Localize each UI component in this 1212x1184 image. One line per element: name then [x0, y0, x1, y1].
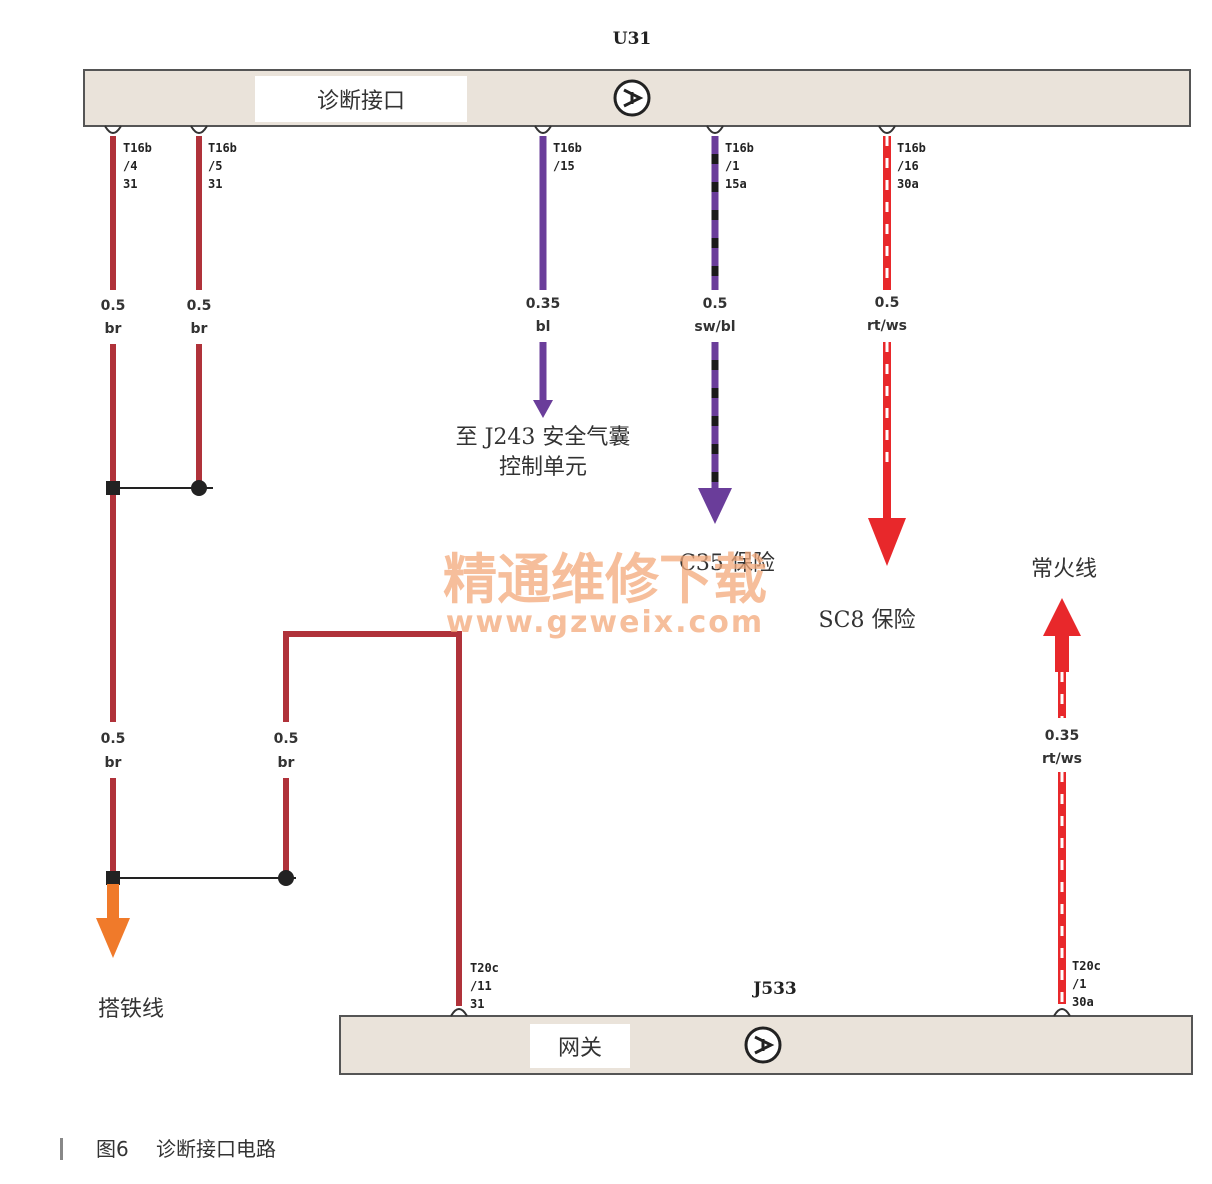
- wire-color-label: bl: [536, 319, 551, 335]
- splice-square: [106, 481, 120, 495]
- dest-j243-line1: 至 J243 安全气囊: [456, 425, 631, 450]
- wire-color-label: br: [278, 755, 295, 771]
- u31-label: 诊断接口: [317, 89, 405, 114]
- wire-color-label: rt/ws: [1042, 751, 1082, 767]
- caption-marker: [60, 1138, 63, 1160]
- wire-size-label: 0.5: [187, 298, 212, 314]
- wire-color-label: br: [105, 755, 122, 771]
- wire-size-label: 0.35: [526, 296, 561, 312]
- j533-id: J533: [751, 979, 797, 999]
- splice-dot: [278, 870, 294, 886]
- component-j533: 网关 J533: [339, 979, 1193, 1075]
- wire-color-label: sw/bl: [694, 319, 735, 335]
- arrow-icon: [1043, 598, 1081, 636]
- wire-size-label: 0.5: [274, 731, 299, 747]
- arrow-icon: [533, 400, 553, 418]
- j533-label: 网关: [558, 1036, 602, 1061]
- wire-7-red-white: [1043, 598, 1081, 1004]
- splice-dot: [191, 480, 207, 496]
- component-u31: 诊断接口 U31: [83, 29, 1191, 127]
- arrow-icon: [868, 518, 906, 566]
- dest-ground: 搭铁线: [98, 997, 164, 1022]
- wire-color-label: br: [105, 321, 122, 337]
- wire-labels: 0.5 br 0.5 br 0.35 bl 0.5 sw/bl 0.5 rt/w…: [101, 295, 1082, 771]
- splice-square: [106, 871, 120, 885]
- wire-5-red-white: [868, 136, 906, 566]
- watermark-title: 精通维修下载: [443, 548, 767, 611]
- wire-size-label: 0.5: [101, 731, 126, 747]
- wire-size-label: 0.5: [875, 295, 900, 311]
- wire-4-black-blue: [698, 136, 732, 524]
- wire-size-label: 0.5: [703, 296, 728, 312]
- dest-sc8: SC8 保险: [819, 608, 916, 633]
- wire-color-label: rt/ws: [867, 318, 907, 334]
- wire-size-label: 0.5: [101, 298, 126, 314]
- wire-3-blue: [533, 136, 553, 418]
- dest-battery: 常火线: [1031, 557, 1097, 582]
- caption-title: 诊断接口电路: [156, 1137, 276, 1161]
- arrow-icon: [698, 488, 732, 524]
- wire-color-label: br: [191, 321, 208, 337]
- pin-terminals: [104, 125, 1071, 1017]
- pin-label-u31-15: T16b/15: [553, 141, 582, 173]
- arrow-icon: [96, 918, 130, 958]
- wire-6-brown: [283, 631, 462, 1006]
- ecu-symbol-icon: [613, 79, 651, 117]
- wire-size-label: 0.35: [1045, 728, 1080, 744]
- splice-upper: [106, 480, 213, 496]
- dest-c35: C35 保险: [679, 551, 775, 576]
- caption-figure: 图6: [96, 1137, 129, 1161]
- dest-j243-line2: 控制单元: [499, 455, 587, 480]
- ecu-symbol-icon: [744, 1026, 782, 1064]
- watermark-url: www.gzweix.com: [446, 605, 764, 640]
- splice-lower: [106, 870, 296, 886]
- u31-id: U31: [613, 29, 651, 49]
